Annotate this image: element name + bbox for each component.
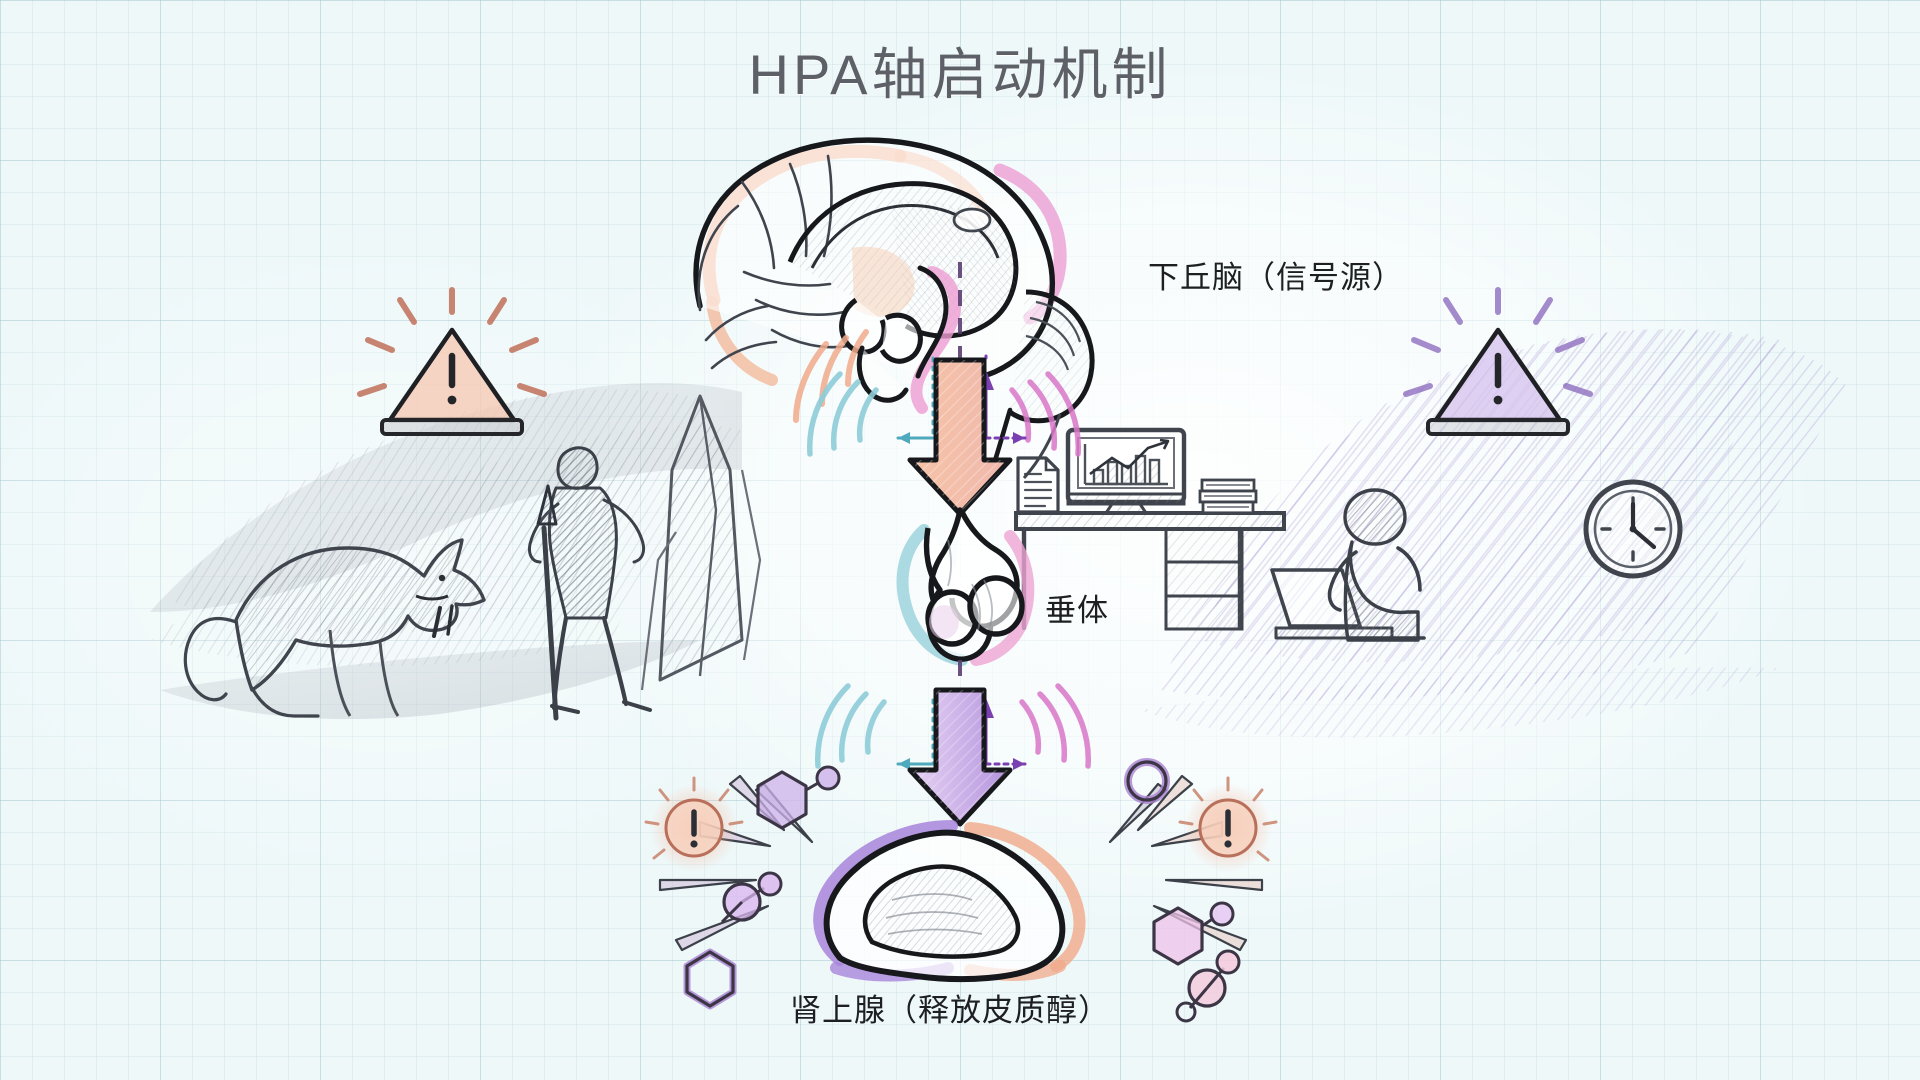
molecule-ring [1124, 758, 1170, 804]
signal-arrow-pituitary-to-adrenal [815, 660, 1091, 827]
hunter-with-spear [528, 446, 652, 721]
molecule-hexagon [756, 765, 841, 830]
alert-circle-icon-right [1178, 776, 1278, 872]
spear [536, 484, 559, 721]
book-stack-icon [1198, 478, 1258, 515]
molecule-hexagon-outline [683, 948, 737, 1010]
saber-tooth-tiger [183, 538, 486, 718]
desktop-monitor-icon [1065, 427, 1187, 515]
molecule-cluster [720, 871, 783, 924]
page-title: HPA轴启动机制 [748, 43, 1172, 106]
stressed-worker [1327, 488, 1426, 642]
pituitary-gland-drawing [896, 507, 1035, 666]
brain-sagittal-drawing [693, 137, 1095, 479]
label-hypothalamus: 下丘脑（信号源） [1148, 260, 1404, 295]
adrenal-gland-drawing [813, 820, 1086, 983]
hormone-molecules [644, 758, 1278, 1023]
label-adrenal: 肾上腺（释放皮质醇） [790, 993, 1110, 1028]
warning-triangle-icon-left [357, 287, 547, 436]
label-pituitary: 垂体 [1045, 593, 1109, 628]
molecule-cluster-right [1175, 949, 1241, 1023]
wall-clock-icon [1583, 479, 1683, 579]
warning-triangle-icon-right [1403, 287, 1593, 436]
monitor-chart [1083, 438, 1170, 486]
rock-formation [640, 394, 762, 691]
alert-circle-icon-left [644, 776, 744, 872]
molecule-hexagon-right [1152, 901, 1235, 966]
signal-arrow-hypothalamus-to-pituitary [807, 262, 1081, 517]
